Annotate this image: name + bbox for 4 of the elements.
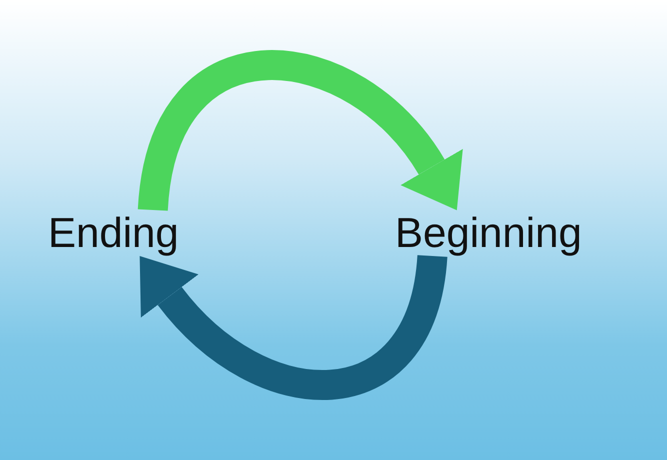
- curved-arrow: [138, 50, 462, 212]
- curved-arrow: [137, 254, 448, 400]
- node-label: Ending: [48, 210, 179, 256]
- node-label: Beginning: [395, 210, 582, 256]
